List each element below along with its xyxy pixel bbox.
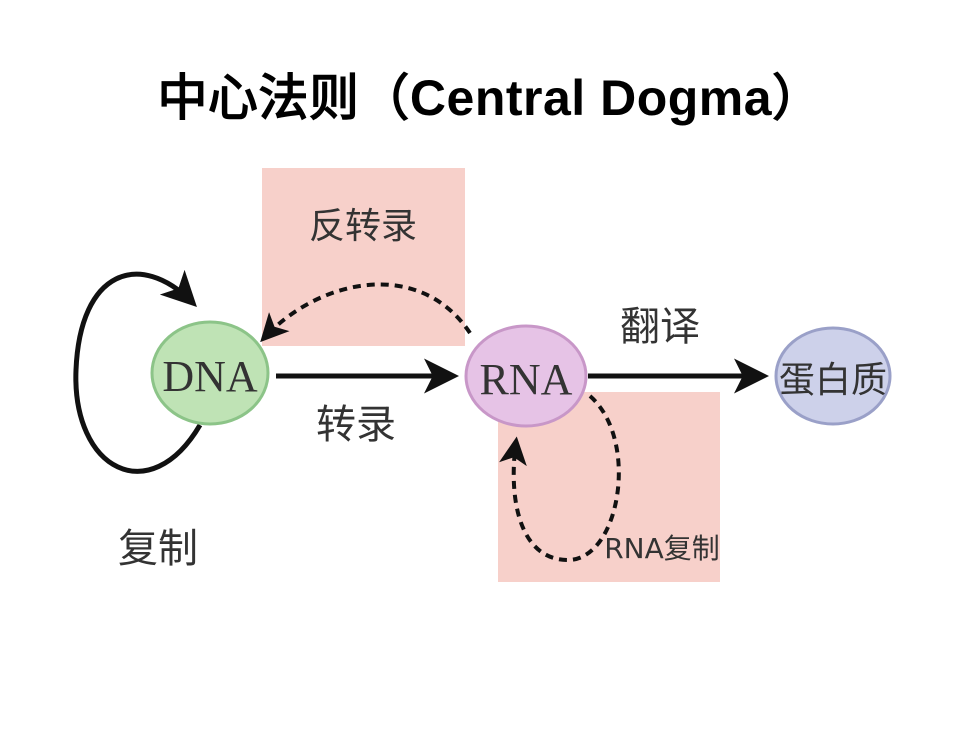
- transcription-label: 转录: [316, 402, 396, 448]
- rna-replication-label: RNA复制: [604, 532, 720, 565]
- translation-label: 翻译: [620, 304, 700, 350]
- reverse-transcription-arrow: [260, 282, 472, 343]
- rna-node: RNA: [464, 324, 588, 428]
- rna-label: RNA: [480, 355, 573, 404]
- reverse-transcription-label: 反转录: [309, 206, 417, 247]
- page-title: 中心法则（Central Dogma）: [157, 70, 823, 126]
- dna-label: DNA: [162, 352, 258, 401]
- dna-node: DNA: [150, 320, 270, 426]
- rna-replication-arrow: [499, 394, 621, 563]
- replication-arrow: [73, 269, 203, 474]
- protein-label: 蛋白质: [779, 360, 887, 401]
- reverse-transcription-highlight: [262, 168, 465, 346]
- replication-label: 复制: [118, 526, 198, 572]
- protein-node: 蛋白质: [774, 326, 892, 426]
